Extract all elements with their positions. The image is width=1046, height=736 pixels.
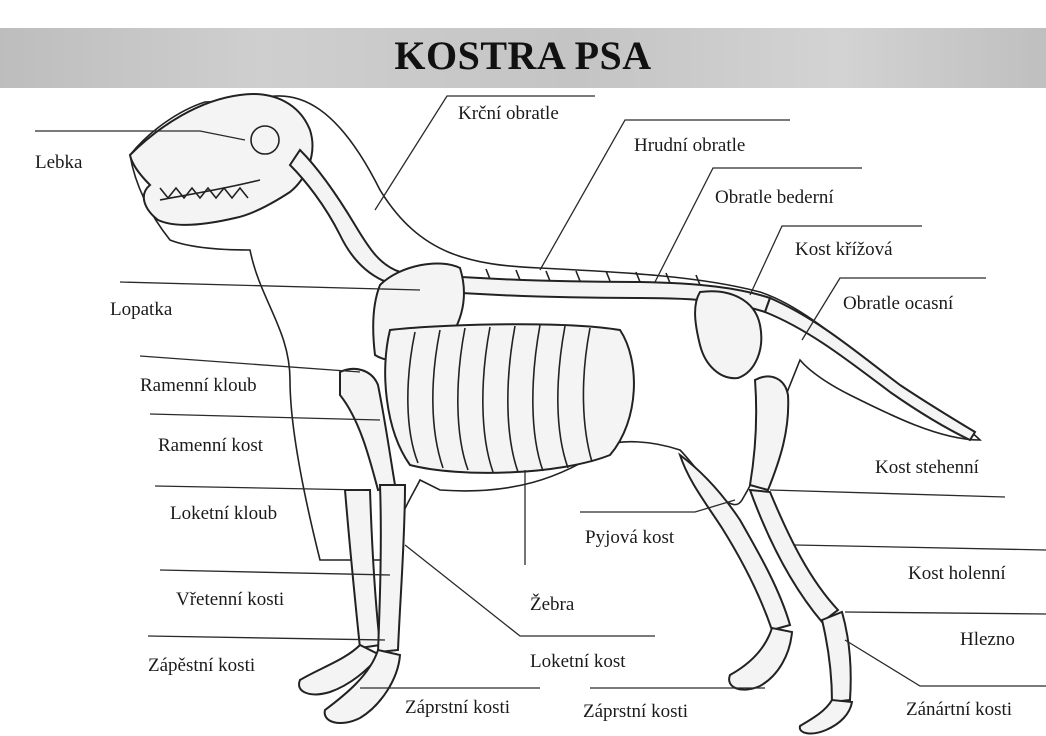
label-zebra: Žebra bbox=[530, 595, 574, 614]
rear-paw-far bbox=[729, 628, 792, 690]
label-hlezno: Hlezno bbox=[960, 630, 1015, 649]
label-loketni-kost: Loketní kost bbox=[530, 652, 626, 671]
leader-obratle-bederni bbox=[655, 168, 862, 282]
label-zapestni-kosti: Zápěstní kosti bbox=[148, 656, 255, 675]
rear-metatarsus bbox=[822, 612, 851, 702]
label-kost-krizova: Kost křížová bbox=[795, 240, 893, 259]
label-lebka: Lebka bbox=[35, 153, 82, 172]
label-zanartni-kosti: Zánártní kosti bbox=[906, 700, 1012, 719]
label-obratle-bederni: Obratle bederní bbox=[715, 188, 834, 207]
leader-lopatka bbox=[120, 282, 420, 290]
label-obratle-ocasni: Obratle ocasní bbox=[843, 294, 953, 313]
label-loketni-kloub: Loketní kloub bbox=[170, 504, 277, 523]
rear-paw-near bbox=[800, 700, 852, 733]
label-zaprstni-kosti-rear: Záprstní kosti bbox=[583, 702, 688, 721]
front-leg-near bbox=[378, 485, 405, 652]
label-ramenni-kost: Ramenní kost bbox=[158, 436, 263, 455]
leader-ramenni-kloub bbox=[140, 356, 360, 372]
label-zaprstni-kosti-front: Záprstní kosti bbox=[405, 698, 510, 717]
ribcage bbox=[385, 324, 634, 473]
label-hrudni-obratle: Hrudní obratle bbox=[634, 136, 745, 155]
front-leg-far bbox=[345, 490, 380, 648]
leader-hlezno bbox=[845, 612, 1046, 614]
label-pyjova-kost: Pyjová kost bbox=[585, 528, 674, 547]
leader-loketni-kloub bbox=[155, 486, 365, 490]
label-ramenni-kloub: Ramenní kloub bbox=[140, 376, 257, 395]
leader-zanartni-kosti bbox=[845, 640, 1046, 686]
leader-loketni-kost bbox=[405, 545, 655, 636]
cervical-spine bbox=[290, 150, 400, 285]
femur bbox=[750, 376, 788, 490]
leader-ramenni-kost bbox=[150, 414, 380, 420]
leader-zapestni-kosti bbox=[148, 636, 385, 640]
label-kost-holenni: Kost holenní bbox=[908, 564, 1006, 583]
label-krcni-obratle: Krční obratle bbox=[458, 104, 559, 123]
leader-kost-holenni bbox=[795, 545, 1046, 550]
label-kost-stehenni: Kost stehenní bbox=[875, 458, 979, 477]
skull bbox=[130, 94, 312, 225]
leader-kost-stehenni bbox=[770, 490, 1005, 497]
label-lopatka: Lopatka bbox=[110, 300, 172, 319]
label-vretenni-kosti: Vřetenní kosti bbox=[176, 590, 284, 609]
